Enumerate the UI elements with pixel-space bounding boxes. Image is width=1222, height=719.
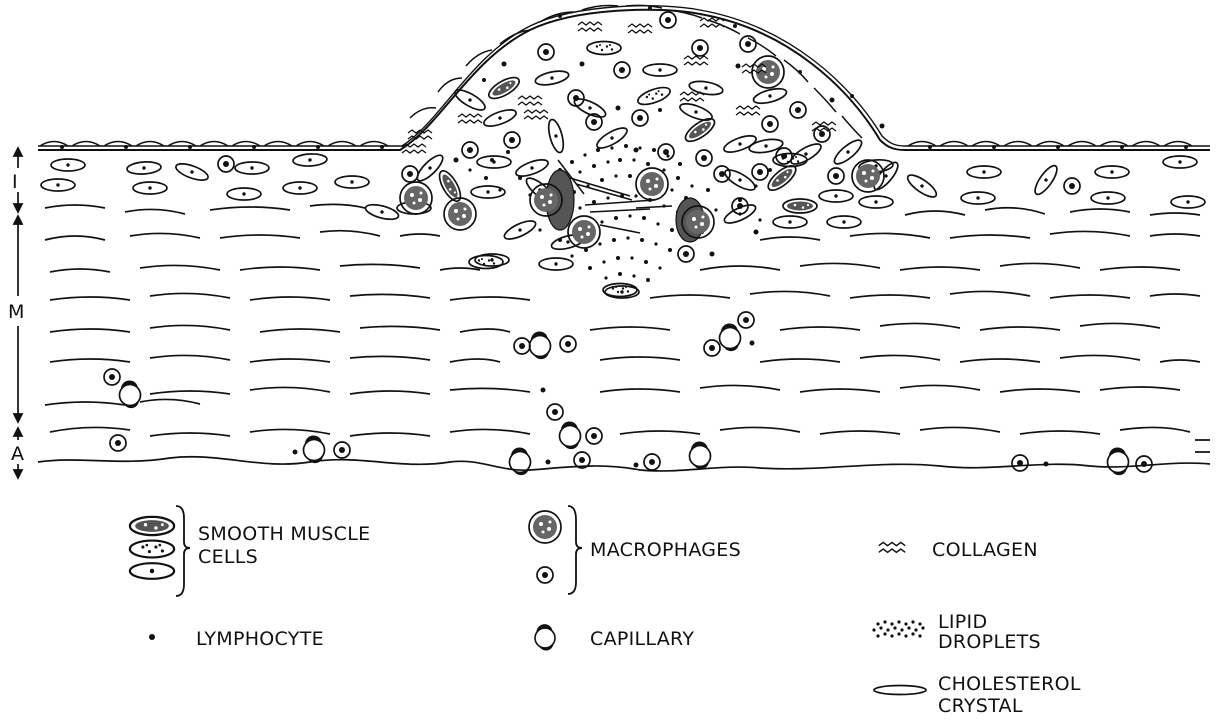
legend-lymphocyte-icon <box>149 634 155 640</box>
legend-smooth-muscle-label-2: CELLS <box>198 546 258 568</box>
legend-cholesterol-label-1: CHOLESTEROL <box>938 673 1081 695</box>
cholesterol-crystals <box>558 160 672 233</box>
plaque-smooth-muscle-cells <box>397 42 902 299</box>
legend-smooth-muscle-label-1: SMOOTH MUSCLE <box>198 523 370 545</box>
intima-smooth-muscle-cells <box>41 153 1205 222</box>
plaque-macrophages <box>400 12 884 262</box>
legend-cholesterol-label-2: CRYSTAL <box>938 695 1023 717</box>
legend-lipid-label-2: DROPLETS <box>938 631 1041 653</box>
legend-lipid-label-1: LIPID <box>938 611 987 633</box>
legend-capillary-label: CAPILLARY <box>590 628 694 650</box>
layer-label-media: M <box>8 301 25 323</box>
legend-lipid-droplets-icon <box>872 620 924 637</box>
media-capillaries <box>120 323 1129 475</box>
legend-macrophage-icons <box>529 506 582 594</box>
media-macrophages <box>104 312 1152 472</box>
legend-smooth-muscle-icons <box>130 506 190 596</box>
media-lamellae <box>45 204 1210 452</box>
lipid-core <box>468 144 772 282</box>
legend: SMOOTH MUSCLE CELLS MACROPHAGES COLLAGEN… <box>130 506 1081 717</box>
legend-capillary-icon <box>535 624 555 650</box>
layer-label-adventitia: A <box>11 443 24 465</box>
legend-lymphocyte-label: LYMPHOCYTE <box>196 628 324 650</box>
adventitia-boundary <box>38 457 1210 471</box>
legend-cholesterol-icon <box>874 686 926 695</box>
dense-lipid-clusters <box>546 170 704 242</box>
legend-collagen-icon <box>879 542 905 552</box>
legend-collagen-label: COLLAGEN <box>932 539 1038 561</box>
layer-label-intima: I <box>12 171 18 193</box>
legend-macrophages-label: MACROPHAGES <box>590 539 741 561</box>
